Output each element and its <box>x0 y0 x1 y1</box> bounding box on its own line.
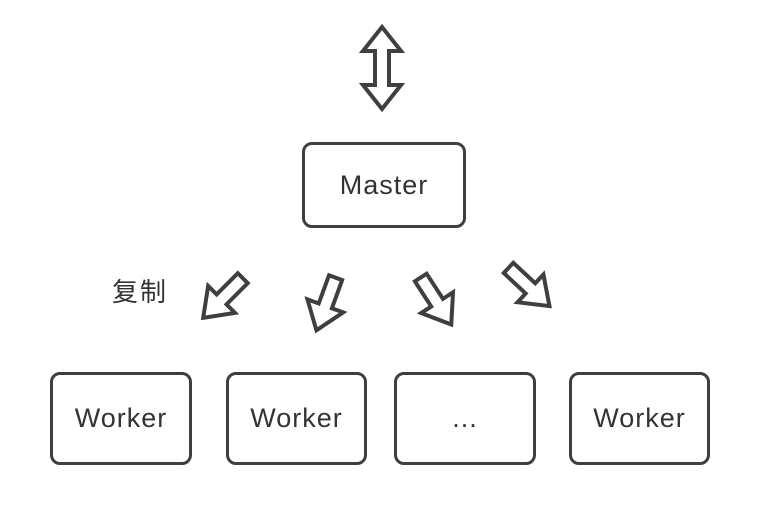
down-right-arrow-icon <box>500 259 552 309</box>
worker-node: Worker <box>50 372 192 465</box>
worker-label: Worker <box>593 403 686 433</box>
worker-label: ... <box>452 403 478 433</box>
replication-label: 复制 <box>112 277 169 307</box>
master-node: Master <box>302 142 466 228</box>
down-right-arrow-icon <box>412 270 456 328</box>
worker-label: Worker <box>74 403 168 433</box>
down-arrow-icon <box>304 272 348 334</box>
up-down-arrow-icon <box>358 24 406 112</box>
worker-label: Worker <box>250 403 343 433</box>
worker-node-ellipsis: ... <box>394 372 536 465</box>
worker-node: Worker <box>226 372 367 465</box>
down-left-arrow-icon <box>200 270 251 321</box>
worker-node: Worker <box>569 372 710 465</box>
master-label: Master <box>339 169 429 200</box>
